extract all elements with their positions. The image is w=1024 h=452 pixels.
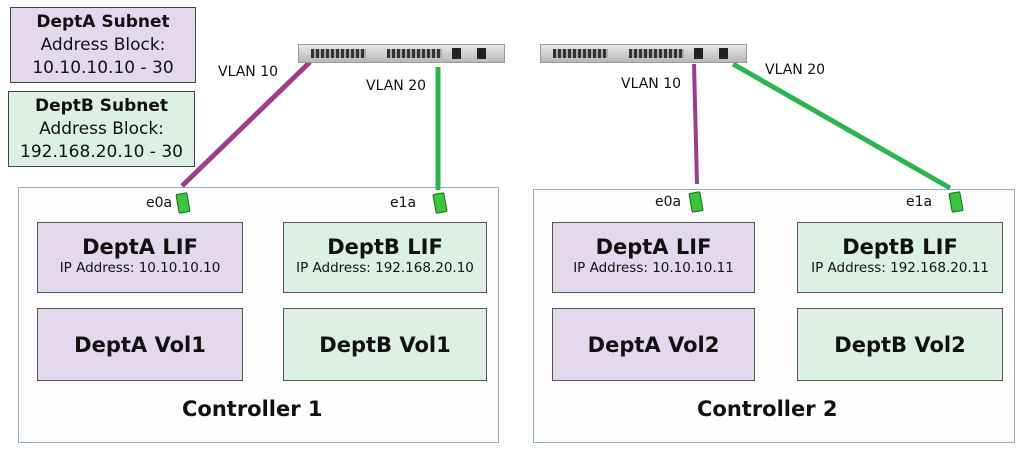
lif-ip: IP Address: 192.168.20.11 (811, 260, 989, 276)
port-e0a-label-1: e0a (146, 195, 173, 211)
depta-subnet-box: DeptA Subnet Address Block: 10.10.10.10 … (10, 7, 196, 83)
vlan20-link-2 (731, 61, 952, 191)
vlan10-link-2 (692, 63, 699, 185)
deptb-subnet-box: DeptB Subnet Address Block: 192.168.20.1… (8, 91, 195, 167)
lif-ip: IP Address: 10.10.10.10 (59, 260, 221, 276)
lif-name: DeptB LIF (327, 235, 443, 259)
switch-1 (298, 44, 505, 63)
c1-depta-vol: DeptA Vol1 (37, 308, 243, 381)
vlan10-label-1: VLAN 10 (218, 64, 279, 80)
deptb-subnet-label: Address Block: (39, 119, 164, 139)
port-e1a-label-2: e1a (906, 194, 933, 210)
vlan10-link-1 (180, 60, 312, 188)
vlan20-label-1: VLAN 20 (366, 78, 427, 94)
lif-name: DeptA LIF (595, 235, 712, 259)
c2-deptb-lif: DeptB LIF IP Address: 192.168.20.11 (797, 222, 1003, 293)
lif-ip: IP Address: 10.10.10.11 (573, 260, 734, 276)
vlan10-label-2: VLAN 10 (621, 76, 682, 92)
c2-depta-lif: DeptA LIF IP Address: 10.10.10.11 (552, 222, 755, 293)
switch-2 (540, 44, 747, 63)
depta-subnet-range: 10.10.10.10 - 30 (32, 58, 174, 78)
c1-deptb-lif: DeptB LIF IP Address: 192.168.20.10 (283, 222, 487, 293)
lif-name: DeptB LIF (842, 235, 958, 259)
lif-ip: IP Address: 192.168.20.10 (296, 260, 474, 276)
port-e1a-label-1: e1a (390, 195, 417, 211)
deptb-subnet-range: 192.168.20.10 - 30 (20, 142, 183, 162)
depta-subnet-title: DeptA Subnet (36, 12, 170, 32)
port-e0a-label-2: e0a (655, 194, 682, 210)
deptb-subnet-title: DeptB Subnet (34, 96, 169, 116)
depta-subnet-label: Address Block: (40, 35, 166, 55)
controller-1-title: Controller 1 (182, 397, 323, 421)
lif-name: DeptA LIF (82, 235, 198, 259)
controller-2-title: Controller 2 (697, 397, 838, 421)
vlan20-label-2: VLAN 20 (765, 62, 826, 78)
c2-deptb-vol: DeptB Vol2 (797, 308, 1003, 381)
c1-depta-lif: DeptA LIF IP Address: 10.10.10.10 (37, 222, 243, 293)
c2-depta-vol: DeptA Vol2 (552, 308, 755, 381)
c1-deptb-vol: DeptB Vol1 (283, 308, 487, 381)
